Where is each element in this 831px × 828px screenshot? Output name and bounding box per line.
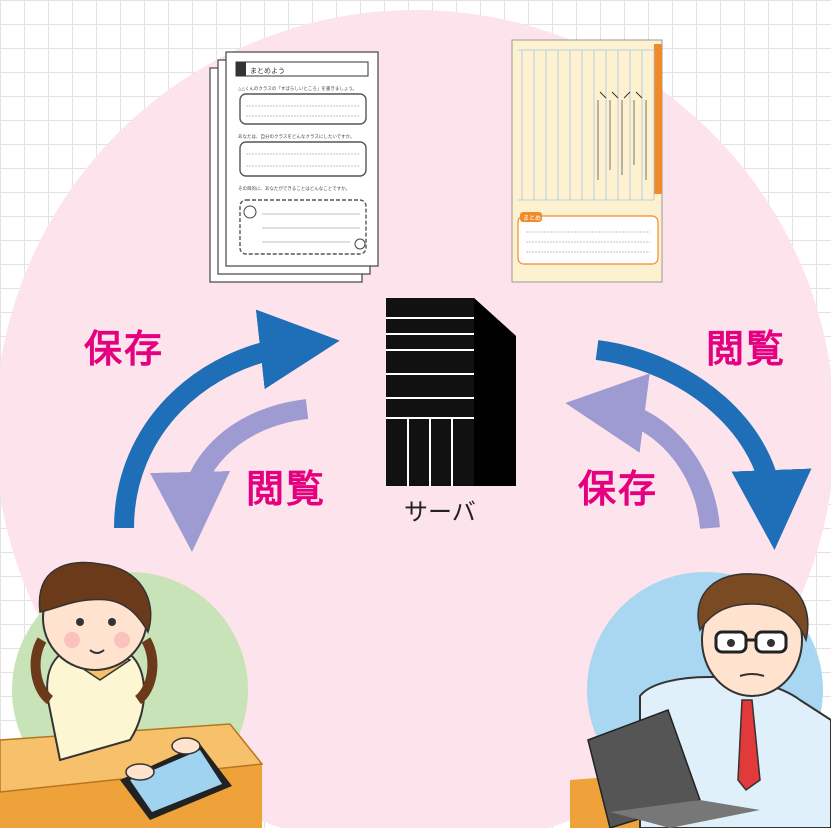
worksheet-prompt-3: その目的に、あなたができることはどんなことですか。 [238, 185, 350, 192]
server-label: サーバ [404, 498, 476, 526]
worksheet-document: まとめよう △△くんのクラスの「すばらしいところ」を書きましょう。 あなたは、自… [209, 51, 379, 283]
left-view-label: 閲覧 [246, 467, 327, 511]
notebook-footer-tag: まとめ [523, 215, 541, 222]
teacher-illustration [570, 573, 831, 828]
worksheet-prompt-2: あなたは、自分のクラスをどんなクラスにしたいですか。 [238, 133, 355, 140]
worksheet-title: まとめよう [250, 67, 285, 75]
right-save-arrow [565, 373, 720, 530]
left-save-arrow [114, 309, 340, 529]
server-icon [386, 298, 516, 486]
right-view-label: 閲覧 [706, 327, 787, 371]
notebook-document: まとめ [511, 39, 663, 283]
right-view-arrow [595, 340, 812, 550]
worksheet-prompt-1: △△くんのクラスの「すばらしいところ」を書きましょう。 [238, 85, 357, 92]
right-save-label: 保存 [578, 467, 659, 511]
left-view-arrow [150, 399, 309, 552]
student-illustration [0, 561, 264, 828]
left-save-label: 保存 [84, 327, 165, 371]
